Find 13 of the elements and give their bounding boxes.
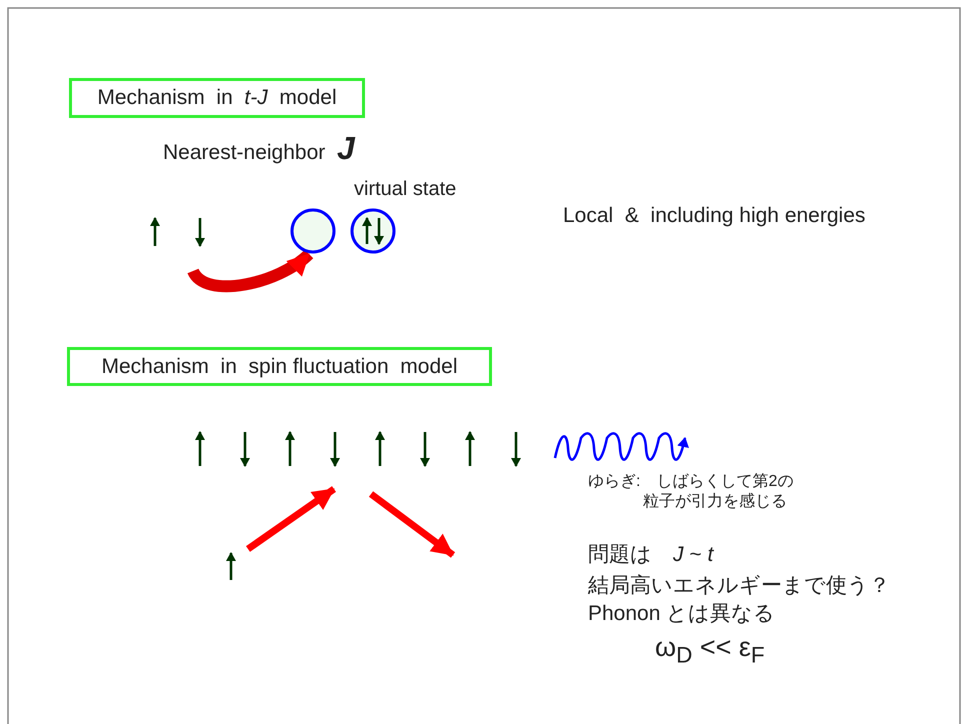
text-label: Local & including high energies (563, 204, 866, 228)
heading-box: Mechanism in spin fluctuation model (67, 347, 492, 386)
heading-box: Mechanism in t-J model (69, 78, 365, 118)
text-label: 結局高いエネルギーまで使う？ (588, 573, 890, 599)
text-label: Nearest-neighbor J (163, 130, 355, 167)
orbital-circle (350, 208, 396, 254)
state-label: virtual state (354, 178, 456, 201)
text-label: 問題は J ~ t (588, 542, 714, 568)
text-label: Phonon とは異なる (588, 601, 776, 627)
formula-text: ω$_{D}$ << ε$_{F}$ (655, 632, 765, 668)
orbital-circle (290, 208, 336, 254)
hopping-arrow (188, 249, 313, 292)
note-text: ゆらぎ: しばらくして第2の粒子が引力を感じる (588, 472, 794, 512)
